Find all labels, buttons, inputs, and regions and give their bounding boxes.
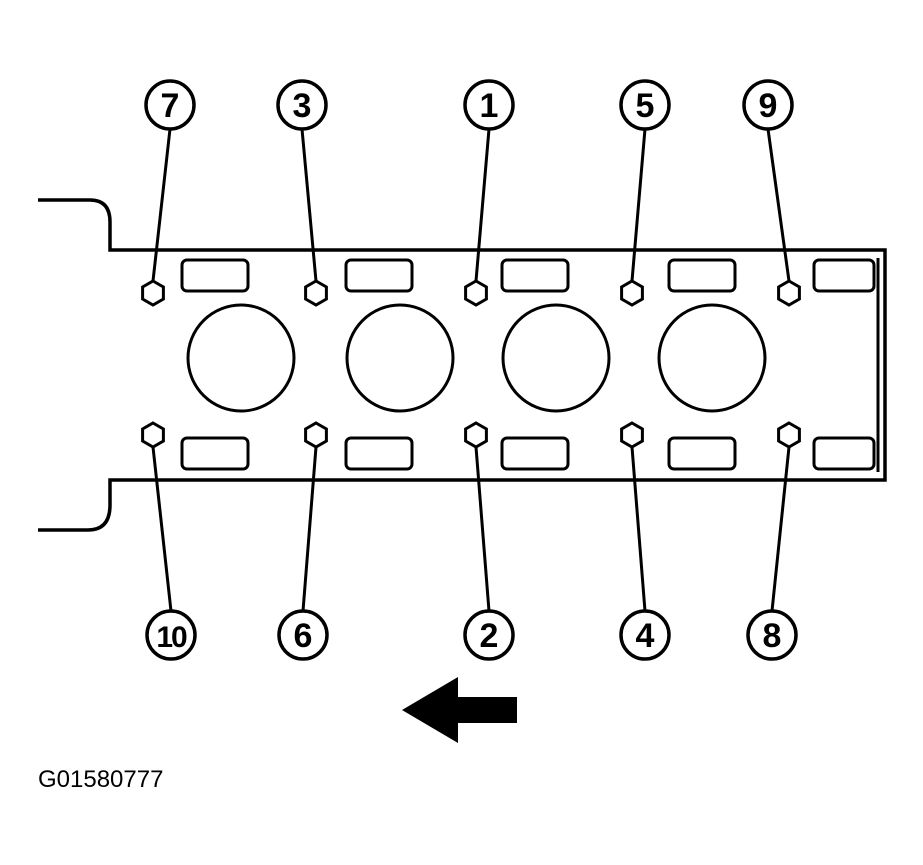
bolt-hex-icon bbox=[620, 421, 644, 449]
callout-number: 10 bbox=[156, 621, 187, 654]
passage-slot bbox=[667, 436, 737, 471]
callout-number: 5 bbox=[636, 87, 655, 125]
callout-circle bbox=[145, 609, 197, 661]
callout-circle bbox=[742, 79, 794, 131]
bolt-5: 5 bbox=[619, 79, 671, 307]
bolt-hex-icon bbox=[141, 421, 165, 449]
callout-number: 2 bbox=[480, 617, 499, 655]
callout-number: 6 bbox=[294, 617, 313, 655]
callout-circle bbox=[276, 79, 328, 131]
bolt-hex-icon bbox=[777, 279, 801, 307]
figure-id: G01580777 bbox=[38, 766, 164, 793]
bolt-hex-icon bbox=[464, 279, 488, 307]
passage-slot bbox=[500, 258, 570, 293]
leader-line bbox=[630, 128, 647, 282]
cylinder-bore-2 bbox=[345, 303, 455, 413]
bolt-layer: 1 2 3 4 5 6 7 8 9 10 bbox=[141, 79, 801, 661]
callout-number: 4 bbox=[636, 617, 655, 655]
callout-number: 1 bbox=[480, 87, 499, 125]
passage-slot bbox=[344, 436, 414, 471]
bolt-1: 1 bbox=[463, 79, 515, 307]
leader-line bbox=[151, 446, 173, 612]
bolt-hex-icon bbox=[304, 279, 328, 307]
passage-slot bbox=[812, 258, 876, 293]
leader-line bbox=[770, 446, 791, 612]
callout-circle bbox=[619, 79, 671, 131]
callout-circle bbox=[144, 79, 196, 131]
callout-number: 9 bbox=[759, 87, 778, 125]
callout-circle bbox=[463, 79, 515, 131]
callout-circle bbox=[463, 609, 515, 661]
bolt-3: 3 bbox=[276, 79, 328, 307]
passage-slot bbox=[180, 436, 250, 471]
callout-number: 8 bbox=[763, 617, 782, 655]
cylinder-bores bbox=[186, 303, 767, 413]
leader-line bbox=[474, 446, 491, 612]
bolt-7: 7 bbox=[141, 79, 196, 307]
bolt-2: 2 bbox=[463, 421, 515, 661]
passage-slot bbox=[344, 258, 414, 293]
bolt-hex-icon bbox=[141, 279, 165, 307]
bolt-hex-icon bbox=[777, 421, 801, 449]
bolt-8: 8 bbox=[746, 421, 801, 661]
bolt-4: 4 bbox=[619, 421, 671, 661]
cylinder-bore-3 bbox=[501, 303, 611, 413]
callout-circle bbox=[277, 609, 329, 661]
bolt-6: 6 bbox=[277, 421, 329, 661]
left-arrow-icon bbox=[402, 677, 517, 743]
passage-slots bbox=[180, 258, 876, 471]
bolt-hex-icon bbox=[620, 279, 644, 307]
leader-line bbox=[474, 128, 491, 282]
passage-slot bbox=[667, 258, 737, 293]
leader-line bbox=[766, 128, 791, 282]
callout-number: 7 bbox=[161, 87, 180, 125]
callout-number: 3 bbox=[293, 87, 312, 125]
leader-line bbox=[151, 128, 172, 282]
cylinder-bore-1 bbox=[186, 303, 296, 413]
leader-line bbox=[630, 446, 647, 612]
passage-slot bbox=[180, 258, 250, 293]
head-outline bbox=[38, 198, 887, 532]
passage-slot bbox=[812, 436, 876, 471]
cylinder-bore-4 bbox=[657, 303, 767, 413]
passage-slot bbox=[500, 436, 570, 471]
bolt-10: 10 bbox=[141, 421, 197, 661]
bolt-9: 9 bbox=[742, 79, 801, 307]
bolt-hex-icon bbox=[304, 421, 328, 449]
callout-circle bbox=[619, 609, 671, 661]
leader-line bbox=[301, 446, 318, 612]
callout-circle bbox=[746, 609, 798, 661]
leader-line bbox=[300, 128, 318, 282]
bolt-hex-icon bbox=[464, 421, 488, 449]
